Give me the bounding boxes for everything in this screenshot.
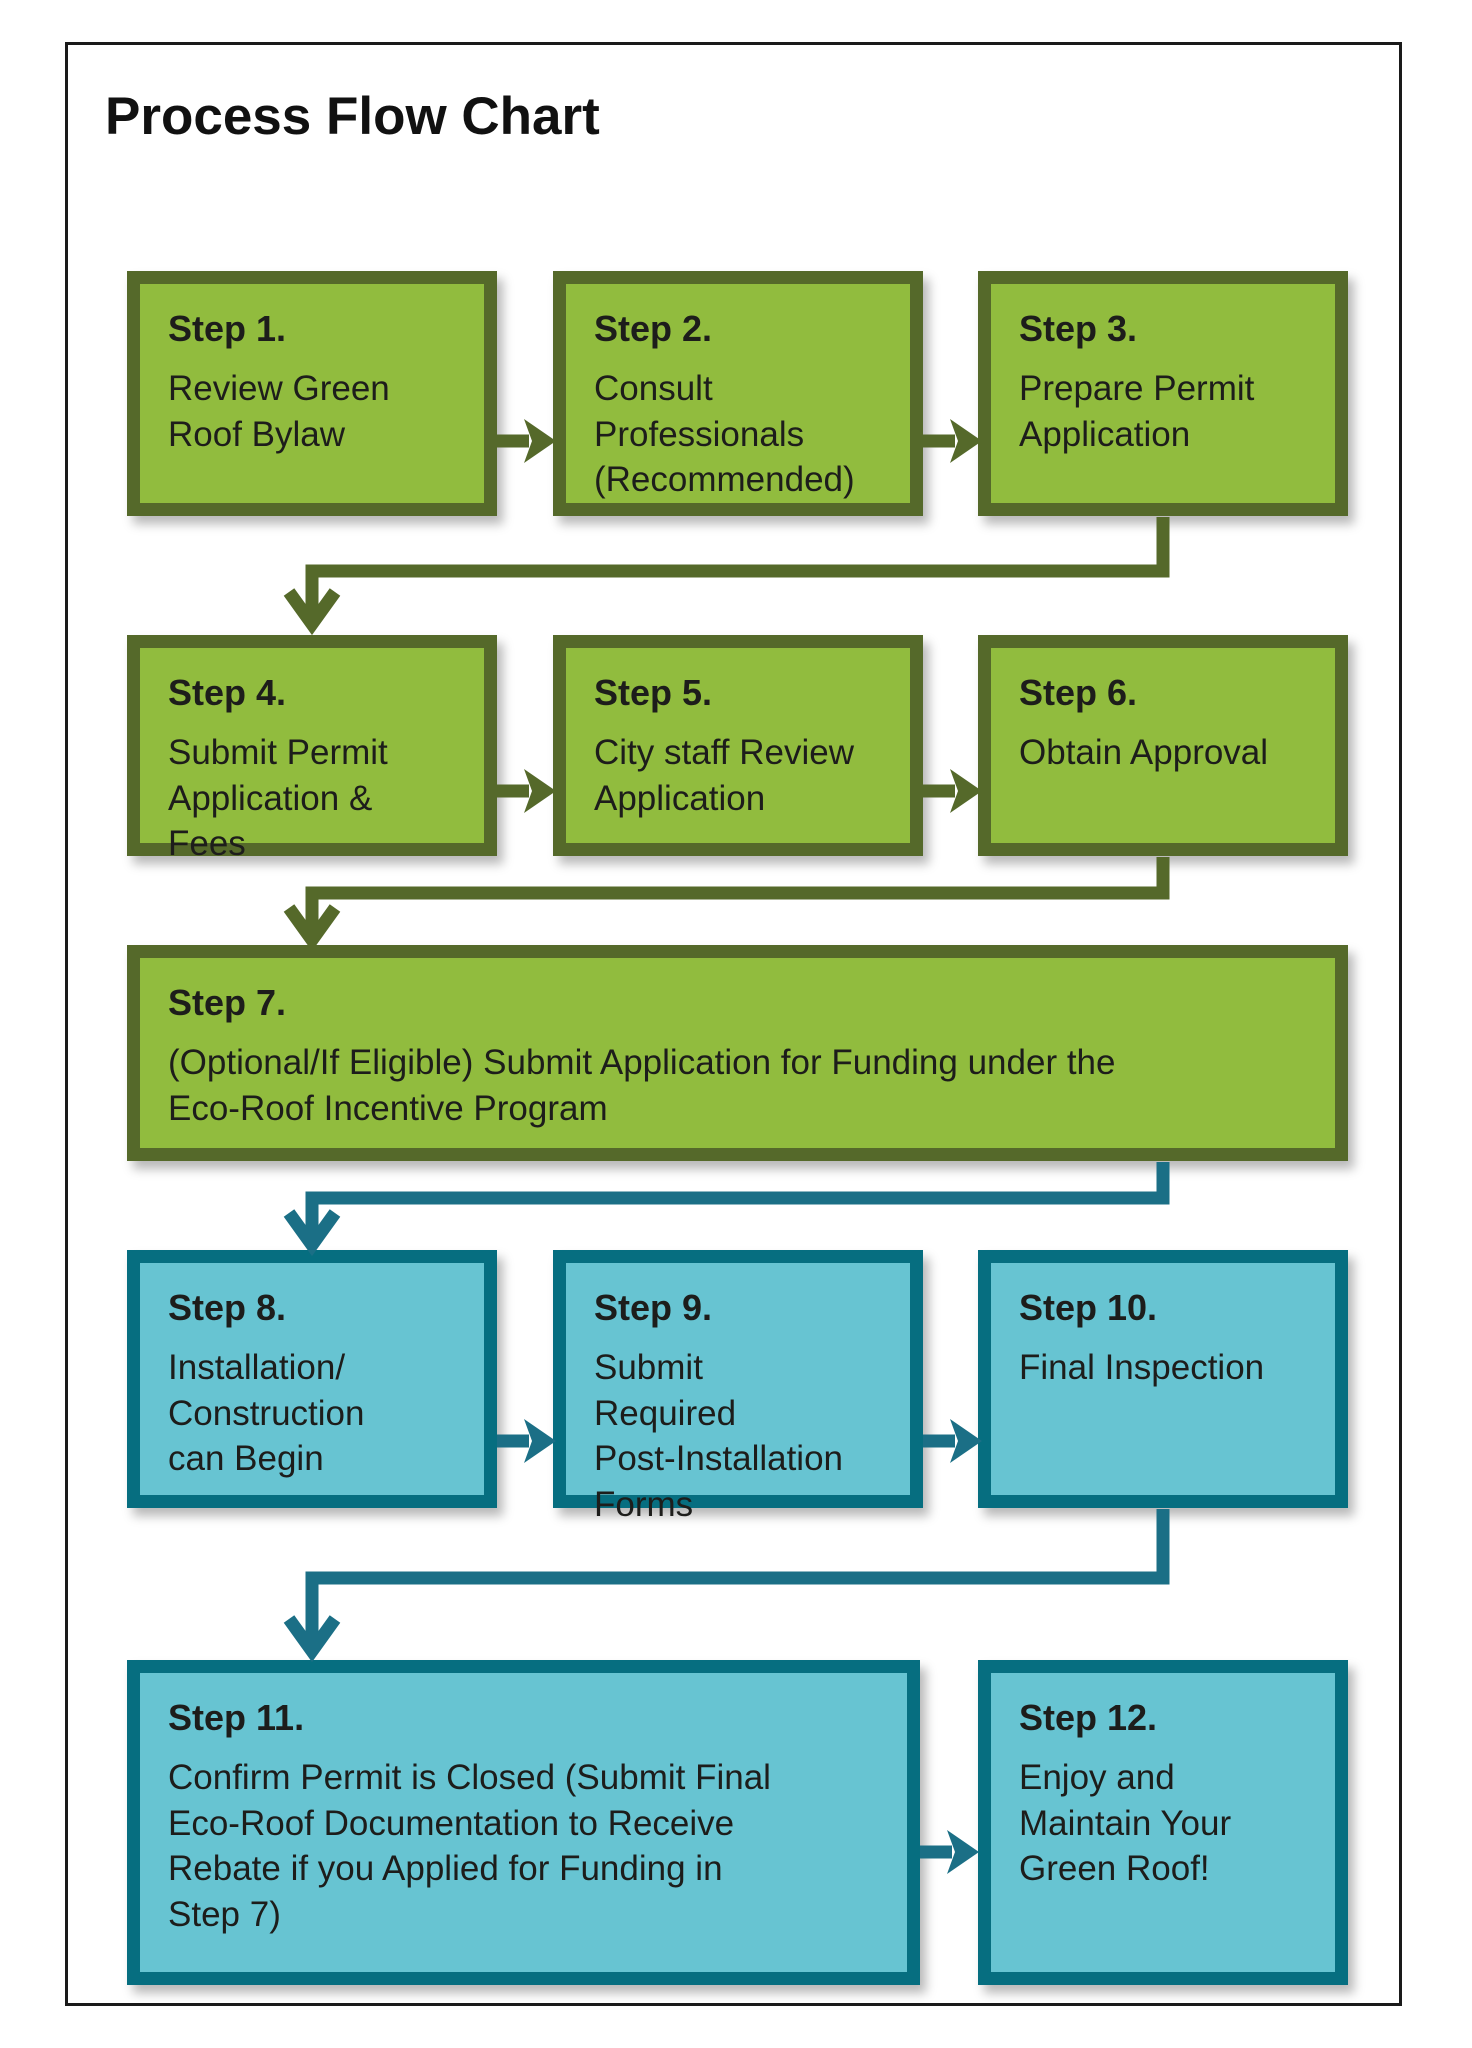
step-8-box: Step 8. Installation/ Construction can B…	[127, 1250, 497, 1508]
step-9-label: Step 9.	[594, 1287, 713, 1328]
step-9-text: Submit Required Post-Installation Forms	[594, 1348, 844, 1524]
step-6-label: Step 6.	[1019, 672, 1138, 713]
step-7-label: Step 7.	[168, 982, 287, 1023]
step-7-text: (Optional/If Eligible) Submit Applicatio…	[168, 1043, 1116, 1128]
step-10-box: Step 10. Final Inspection	[978, 1250, 1348, 1508]
step-10-text: Final Inspection	[1019, 1348, 1265, 1387]
step-3-label: Step 3.	[1019, 308, 1138, 349]
step-5-text: City staff Review Application	[594, 733, 854, 818]
step-2-label: Step 2.	[594, 308, 713, 349]
step-11-text: Confirm Permit is Closed (Submit Final E…	[168, 1758, 771, 1934]
step-4-text: Submit Permit Application & Fees	[168, 733, 388, 863]
step-1-box: Step 1. Review Green Roof Bylaw	[127, 271, 497, 516]
step-3-box: Step 3. Prepare Permit Application	[978, 271, 1348, 516]
step-6-box: Step 6. Obtain Approval	[978, 635, 1348, 856]
step-6-text: Obtain Approval	[1019, 733, 1269, 772]
step-12-text: Enjoy and Maintain Your Green Roof!	[1019, 1758, 1232, 1888]
step-3-text: Prepare Permit Application	[1019, 369, 1255, 454]
step-2-box: Step 2. Consult Professionals (Recommend…	[553, 271, 923, 516]
page-title: Process Flow Chart	[105, 87, 600, 146]
step-10-label: Step 10.	[1019, 1287, 1158, 1328]
step-1-label: Step 1.	[168, 308, 287, 349]
step-11-box: Step 11. Confirm Permit is Closed (Submi…	[127, 1660, 920, 1985]
step-5-label: Step 5.	[594, 672, 713, 713]
step-5-box: Step 5. City staff Review Application	[553, 635, 923, 856]
step-4-label: Step 4.	[168, 672, 287, 713]
step-12-box: Step 12. Enjoy and Maintain Your Green R…	[978, 1660, 1348, 1985]
step-8-text: Installation/ Construction can Begin	[168, 1348, 365, 1478]
step-11-label: Step 11.	[168, 1697, 305, 1738]
step-7-box: Step 7. (Optional/If Eligible) Submit Ap…	[127, 945, 1348, 1161]
step-8-label: Step 8.	[168, 1287, 287, 1328]
step-9-box: Step 9. Submit Required Post-Installatio…	[553, 1250, 923, 1524]
step-2-text: Consult Professionals (Recommended)	[594, 369, 855, 499]
step-1-text: Review Green Roof Bylaw	[168, 369, 390, 454]
step-12-label: Step 12.	[1019, 1697, 1158, 1738]
step-4-box: Step 4. Submit Permit Application & Fees	[127, 635, 497, 863]
